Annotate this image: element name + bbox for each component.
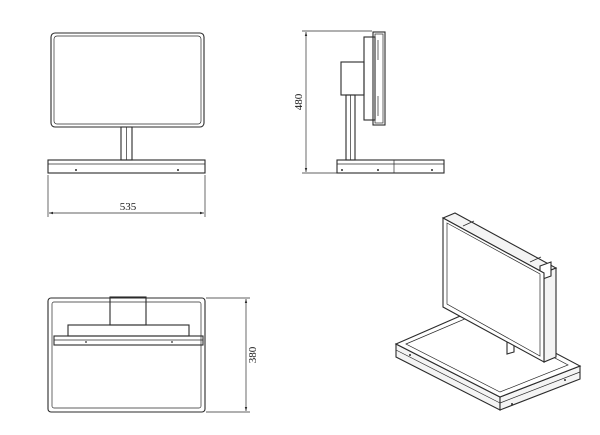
top-mount-box (109, 296, 147, 326)
top-base-outline (47, 297, 206, 413)
front-view: 535 (47, 32, 206, 217)
front-base (47, 159, 206, 174)
top-screen-bar (53, 335, 204, 346)
depth-dimension-label: 380 (247, 346, 259, 363)
isometric-view (394, 212, 582, 411)
front-screen (50, 32, 205, 128)
height-dimension-label: 480 (293, 93, 305, 110)
side-base (336, 159, 445, 174)
side-mount-box (340, 61, 365, 96)
top-view: 380 (47, 296, 259, 413)
iso-base-top (394, 309, 582, 398)
top-mount-plate (67, 324, 190, 337)
iso-screen-front (442, 217, 545, 363)
side-view: 480 (293, 30, 445, 174)
width-dimension-label: 535 (120, 201, 137, 213)
